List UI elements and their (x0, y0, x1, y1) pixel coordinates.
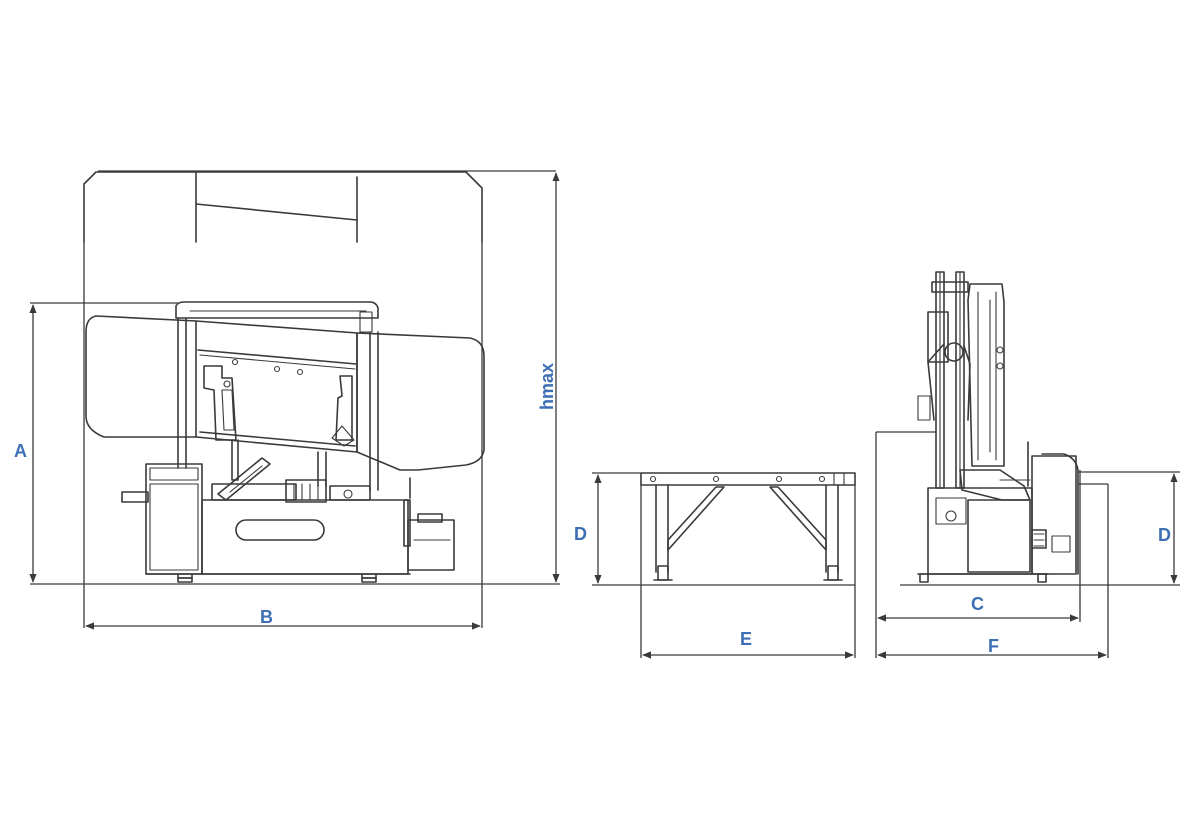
dim-label-d-side: D (1158, 525, 1171, 545)
machine-base (121, 463, 455, 583)
saw-head (85, 315, 485, 471)
dim-label-e: E (740, 629, 752, 649)
raised-head-outline (83, 171, 483, 243)
dim-label-c: C (971, 594, 984, 614)
dim-label-a: A (14, 441, 27, 461)
dim-label-d-table: D (574, 524, 587, 544)
roller-table-view: D E (574, 472, 856, 659)
guide-columns (177, 317, 379, 491)
dim-label-b: B (260, 607, 273, 627)
front-view: A hmax B (14, 170, 560, 630)
dim-label-hmax: hmax (537, 363, 557, 410)
top-beam (175, 301, 379, 333)
side-view: D C F (875, 271, 1180, 659)
dim-label-f: F (988, 636, 999, 656)
vise-assembly (211, 439, 371, 503)
